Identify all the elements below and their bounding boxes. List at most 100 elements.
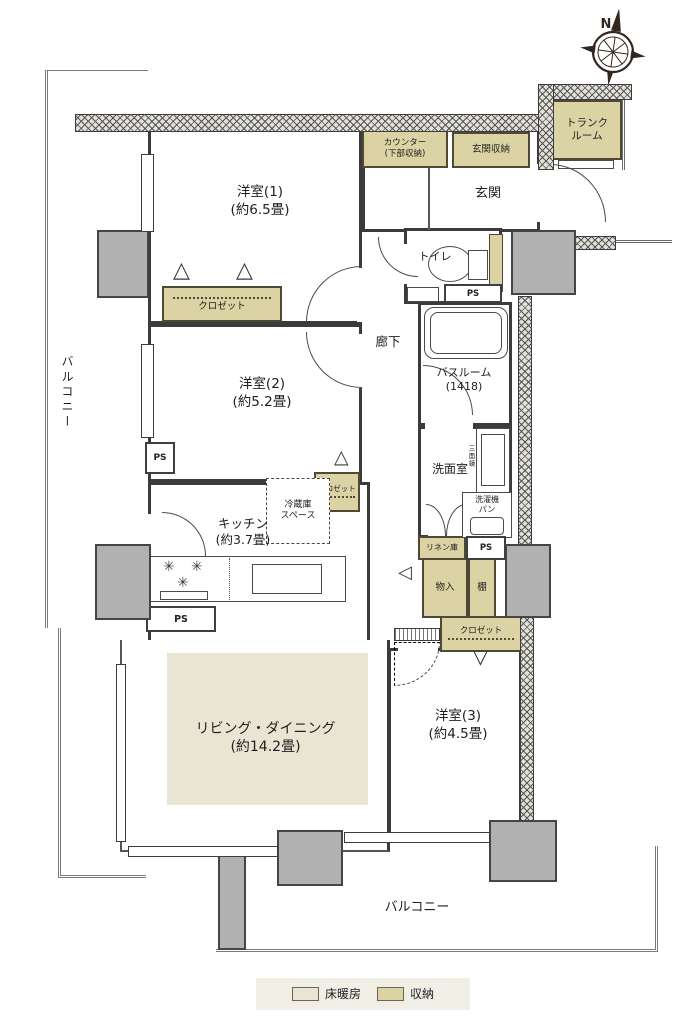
legend: 床暖房 収納 (256, 978, 470, 1010)
burner-icon: ✳ (191, 559, 203, 575)
column-left-upper (97, 230, 149, 298)
living-name: リビング・ダイニング (195, 721, 336, 737)
closet-label: クロゼット (318, 484, 356, 494)
counter-label: カウンター (383, 138, 427, 149)
washer-label-line2: パン (478, 505, 496, 515)
ps-box-left: PS (145, 442, 175, 474)
column-left-mid (95, 544, 151, 620)
closet-door-mark: △ (334, 446, 349, 468)
window-bedroom1 (141, 154, 154, 232)
bedroom3-name: 洋室(3) (434, 708, 482, 724)
ps-box-kitchen: PS (146, 606, 216, 632)
ps-box-washroom: PS (466, 536, 506, 560)
ps-label: PS (153, 453, 167, 463)
kitchen-label: キッチン (約3.7畳) (178, 516, 308, 549)
hanger-pipe (447, 638, 515, 641)
toilet-label-text: トイレ (418, 250, 452, 263)
door-opening (357, 334, 367, 388)
trunk-wall-left (538, 84, 554, 170)
linen-storage: リネン庫 (418, 536, 466, 560)
grill (160, 591, 208, 600)
legend-floor-heating-swatch (291, 987, 319, 1001)
washer-label-line1: 洗濯機 (475, 495, 499, 504)
door-opening (357, 268, 367, 322)
fridge-space: 冷蔵庫 スペース (266, 478, 330, 544)
storage-door-mark: ◁ (398, 562, 412, 583)
burner-icon: ✳ (177, 575, 189, 591)
ps-label: PS (466, 288, 480, 299)
shelf-label: 棚 (477, 582, 487, 594)
door-opening (534, 164, 544, 222)
hanger-pipe (319, 495, 355, 498)
vanity-mirror-cabinet (481, 434, 505, 486)
door-opening (144, 514, 154, 556)
column-right-mid (505, 544, 551, 618)
bathtub-inner (430, 312, 502, 354)
column-bottom-right (489, 820, 557, 882)
washroom-label: 洗面室 (418, 462, 482, 478)
entrance-storage-label: 玄関収納 (471, 144, 510, 156)
balcony-bottom-label: バルコニー (372, 900, 462, 917)
counter-storage: カウンター (下部収納) (362, 130, 448, 168)
ps-label: PS (174, 613, 188, 625)
exterior-wall-top (75, 114, 540, 132)
mirror-label-text: 三面鏡 (467, 444, 475, 468)
window-living-left (116, 664, 126, 842)
balcony-bottom-label-text: バルコニー (384, 900, 450, 915)
closet-bedroom1: クロゼット (162, 286, 282, 322)
corridor-label-text: 廊下 (375, 334, 401, 349)
living-label: リビング・ダイニング (約14.2畳) (163, 720, 368, 756)
balcony-left-label: バルコニー (52, 332, 74, 452)
front-door (550, 164, 606, 222)
balcony-left-area (45, 70, 148, 628)
property-line-trunk-right (622, 90, 626, 170)
window-bedroom3-bottom (344, 832, 490, 843)
trunk-room: トランク ルーム (552, 100, 622, 160)
stove-area (152, 558, 230, 600)
exterior-wall-right-low (520, 614, 534, 828)
burner-icon: ✳ (163, 559, 175, 575)
corridor-label: 廊下 (366, 334, 410, 350)
entrance-step-line (428, 134, 432, 230)
compass-rose: N (576, 2, 650, 88)
exterior-wall-right-top (574, 236, 616, 250)
bedroom1-label: 洋室(1) (約6.5畳) (185, 184, 335, 219)
bedroom2-name: 洋室(2) (238, 376, 286, 392)
entrance-label-text: 玄関 (474, 186, 501, 201)
trunk-room-label2: ルーム (571, 130, 603, 142)
linen-label: リネン庫 (426, 543, 458, 552)
exterior-wall-right-mid (518, 296, 532, 558)
closet-door-mark: △ (236, 258, 253, 283)
washer-pan-label: 洗濯機 パン (463, 495, 511, 516)
balcony-bottom-area (216, 846, 658, 952)
ps-label: PS (479, 543, 493, 553)
balcony-left-lower-area (58, 628, 146, 878)
kitchen-name: キッチン (217, 516, 268, 531)
washroom-label-text: 洗面室 (431, 462, 468, 476)
kitchen-size: (約3.7畳) (215, 532, 271, 548)
toilet-tank (468, 250, 488, 280)
closet-door-mark: △ (173, 258, 190, 283)
legend-storage-swatch (377, 987, 404, 1001)
closet-label: クロゼット (459, 625, 503, 636)
legend-storage-label: 収納 (410, 986, 435, 1001)
counter-label2: (下部収納) (384, 149, 426, 159)
entrance-storage: 玄関収納 (452, 132, 530, 168)
trunk-wall-top (538, 84, 632, 100)
washer-pan-inner (470, 517, 504, 535)
floor-heating-area (167, 653, 368, 805)
toilet-cabinet (407, 287, 439, 302)
property-line-right (616, 240, 672, 244)
monoire-label: 物入 (435, 582, 455, 594)
toilet-label: トイレ (410, 250, 460, 264)
column-bottom-center (277, 830, 343, 886)
compass-north-label: N (601, 17, 612, 32)
storage-monoire: 物入 (422, 558, 468, 618)
door-opening (425, 421, 473, 431)
bedroom1-size: (約6.5畳) (230, 201, 290, 218)
living-size: (約14.2畳) (230, 739, 301, 756)
window-bedroom2 (141, 344, 154, 438)
bedroom2-size: (約5.2畳) (232, 393, 292, 410)
window-bedroom3-top (394, 628, 440, 641)
